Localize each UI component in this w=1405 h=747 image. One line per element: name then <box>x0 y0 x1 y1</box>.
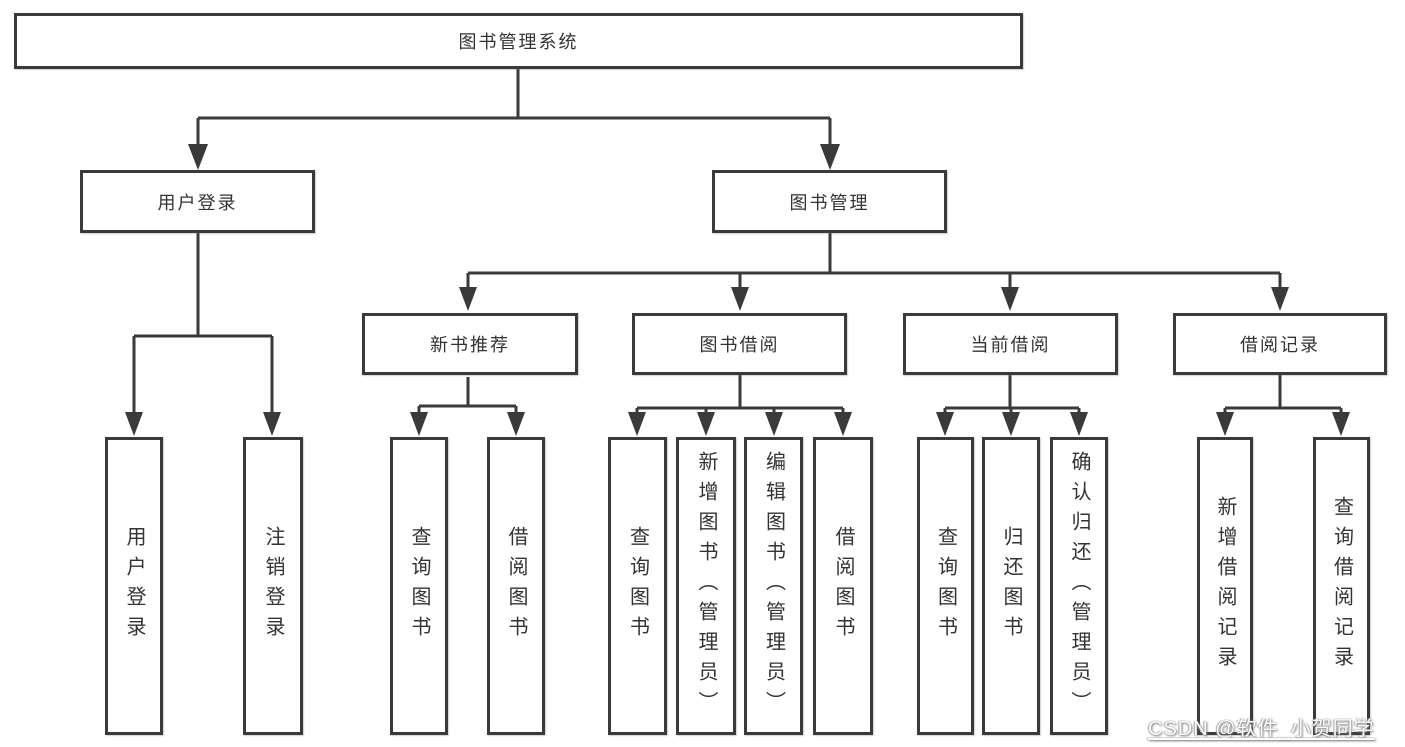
leaf-recommend-query-books: 查询图书 <box>390 437 448 735</box>
node-root-system: 图书管理系统 <box>14 13 1023 69</box>
node-book-management: 图书管理 <box>712 170 947 233</box>
arrowheads <box>125 144 1350 436</box>
leaf-current-confirm-return-admin: 确认归还（管理员） <box>1050 437 1108 735</box>
leaf-borrow-add-books-admin: 新增图书（管理员） <box>676 437 736 735</box>
leaf-borrow-edit-books-admin: 编辑图书（管理员） <box>744 437 803 735</box>
leaf-current-return-books: 归还图书 <box>982 437 1040 735</box>
leaf-records-query-record: 查询借阅记录 <box>1313 437 1370 735</box>
leaf-user-login: 用户登录 <box>105 437 163 735</box>
leaf-logout: 注销登录 <box>243 437 303 735</box>
leaf-recommend-borrow-books: 借阅图书 <box>487 437 545 735</box>
leaf-borrow-query-books: 查询图书 <box>608 437 667 735</box>
leaf-records-add-record: 新增借阅记录 <box>1197 437 1253 735</box>
node-current-borrowing: 当前借阅 <box>903 313 1118 375</box>
leaf-borrow-borrow-books: 借阅图书 <box>813 437 873 735</box>
leaf-current-query-books: 查询图书 <box>917 437 974 735</box>
node-book-borrowing: 图书借阅 <box>632 313 847 375</box>
node-user-login: 用户登录 <box>80 170 315 233</box>
node-borrowing-records: 借阅记录 <box>1173 313 1387 375</box>
csdn-watermark: CSDN @软件_小贺同学 <box>1148 718 1375 740</box>
node-new-book-recommend: 新书推荐 <box>362 313 578 375</box>
